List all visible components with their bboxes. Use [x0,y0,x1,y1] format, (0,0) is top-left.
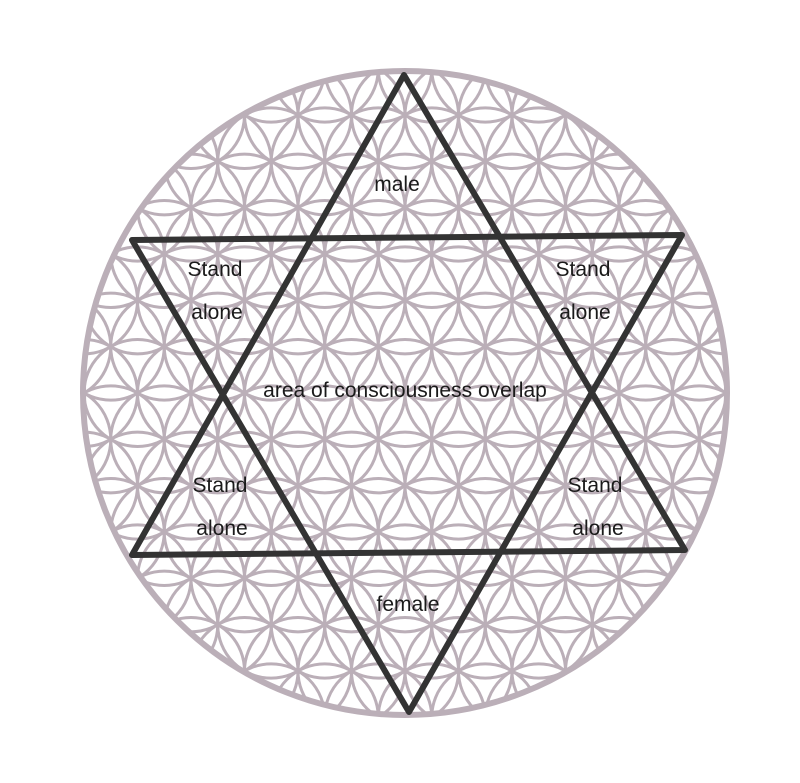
flower-circle [430,662,541,715]
flower-circle [430,71,541,124]
flower-circle [644,199,727,309]
label-top-left-alone: alone [191,301,242,324]
flower-circle [483,71,594,124]
flower-circle [109,106,220,217]
flower-circle [83,199,166,309]
flower-circle [269,662,380,715]
labels: male Stand alone Stand alone area of con… [188,173,624,616]
flower-circle [483,662,594,715]
upward-triangle [129,72,688,558]
label-bottom-right-alone: alone [572,517,623,540]
downward-triangle [129,232,685,715]
flower-circle [590,106,701,217]
label-male: male [374,173,420,196]
flower-circle [83,245,139,356]
flower-circle [376,662,487,715]
label-center: area of consciousness overlap [263,379,547,402]
label-top-left-stand: Stand [188,258,243,281]
label-bottom-left-stand: Stand [193,474,248,497]
label-top-right-stand: Stand [556,258,611,281]
label-bottom-right-stand: Stand [568,474,623,497]
flower-circle [269,71,380,124]
flower-circle [216,662,327,715]
flower-circle [671,245,727,356]
hexagram-star [129,72,688,715]
flower-circle [216,71,327,124]
flower-circle [590,569,701,680]
label-top-right-alone: alone [559,301,610,324]
label-female: female [376,593,439,616]
flower-circle [83,430,139,541]
flower-circle [109,569,220,680]
outer-boundary-circle [80,68,730,718]
flower-circle [644,477,727,587]
label-bottom-left-alone: alone [196,517,247,540]
flower-circle [671,430,727,541]
